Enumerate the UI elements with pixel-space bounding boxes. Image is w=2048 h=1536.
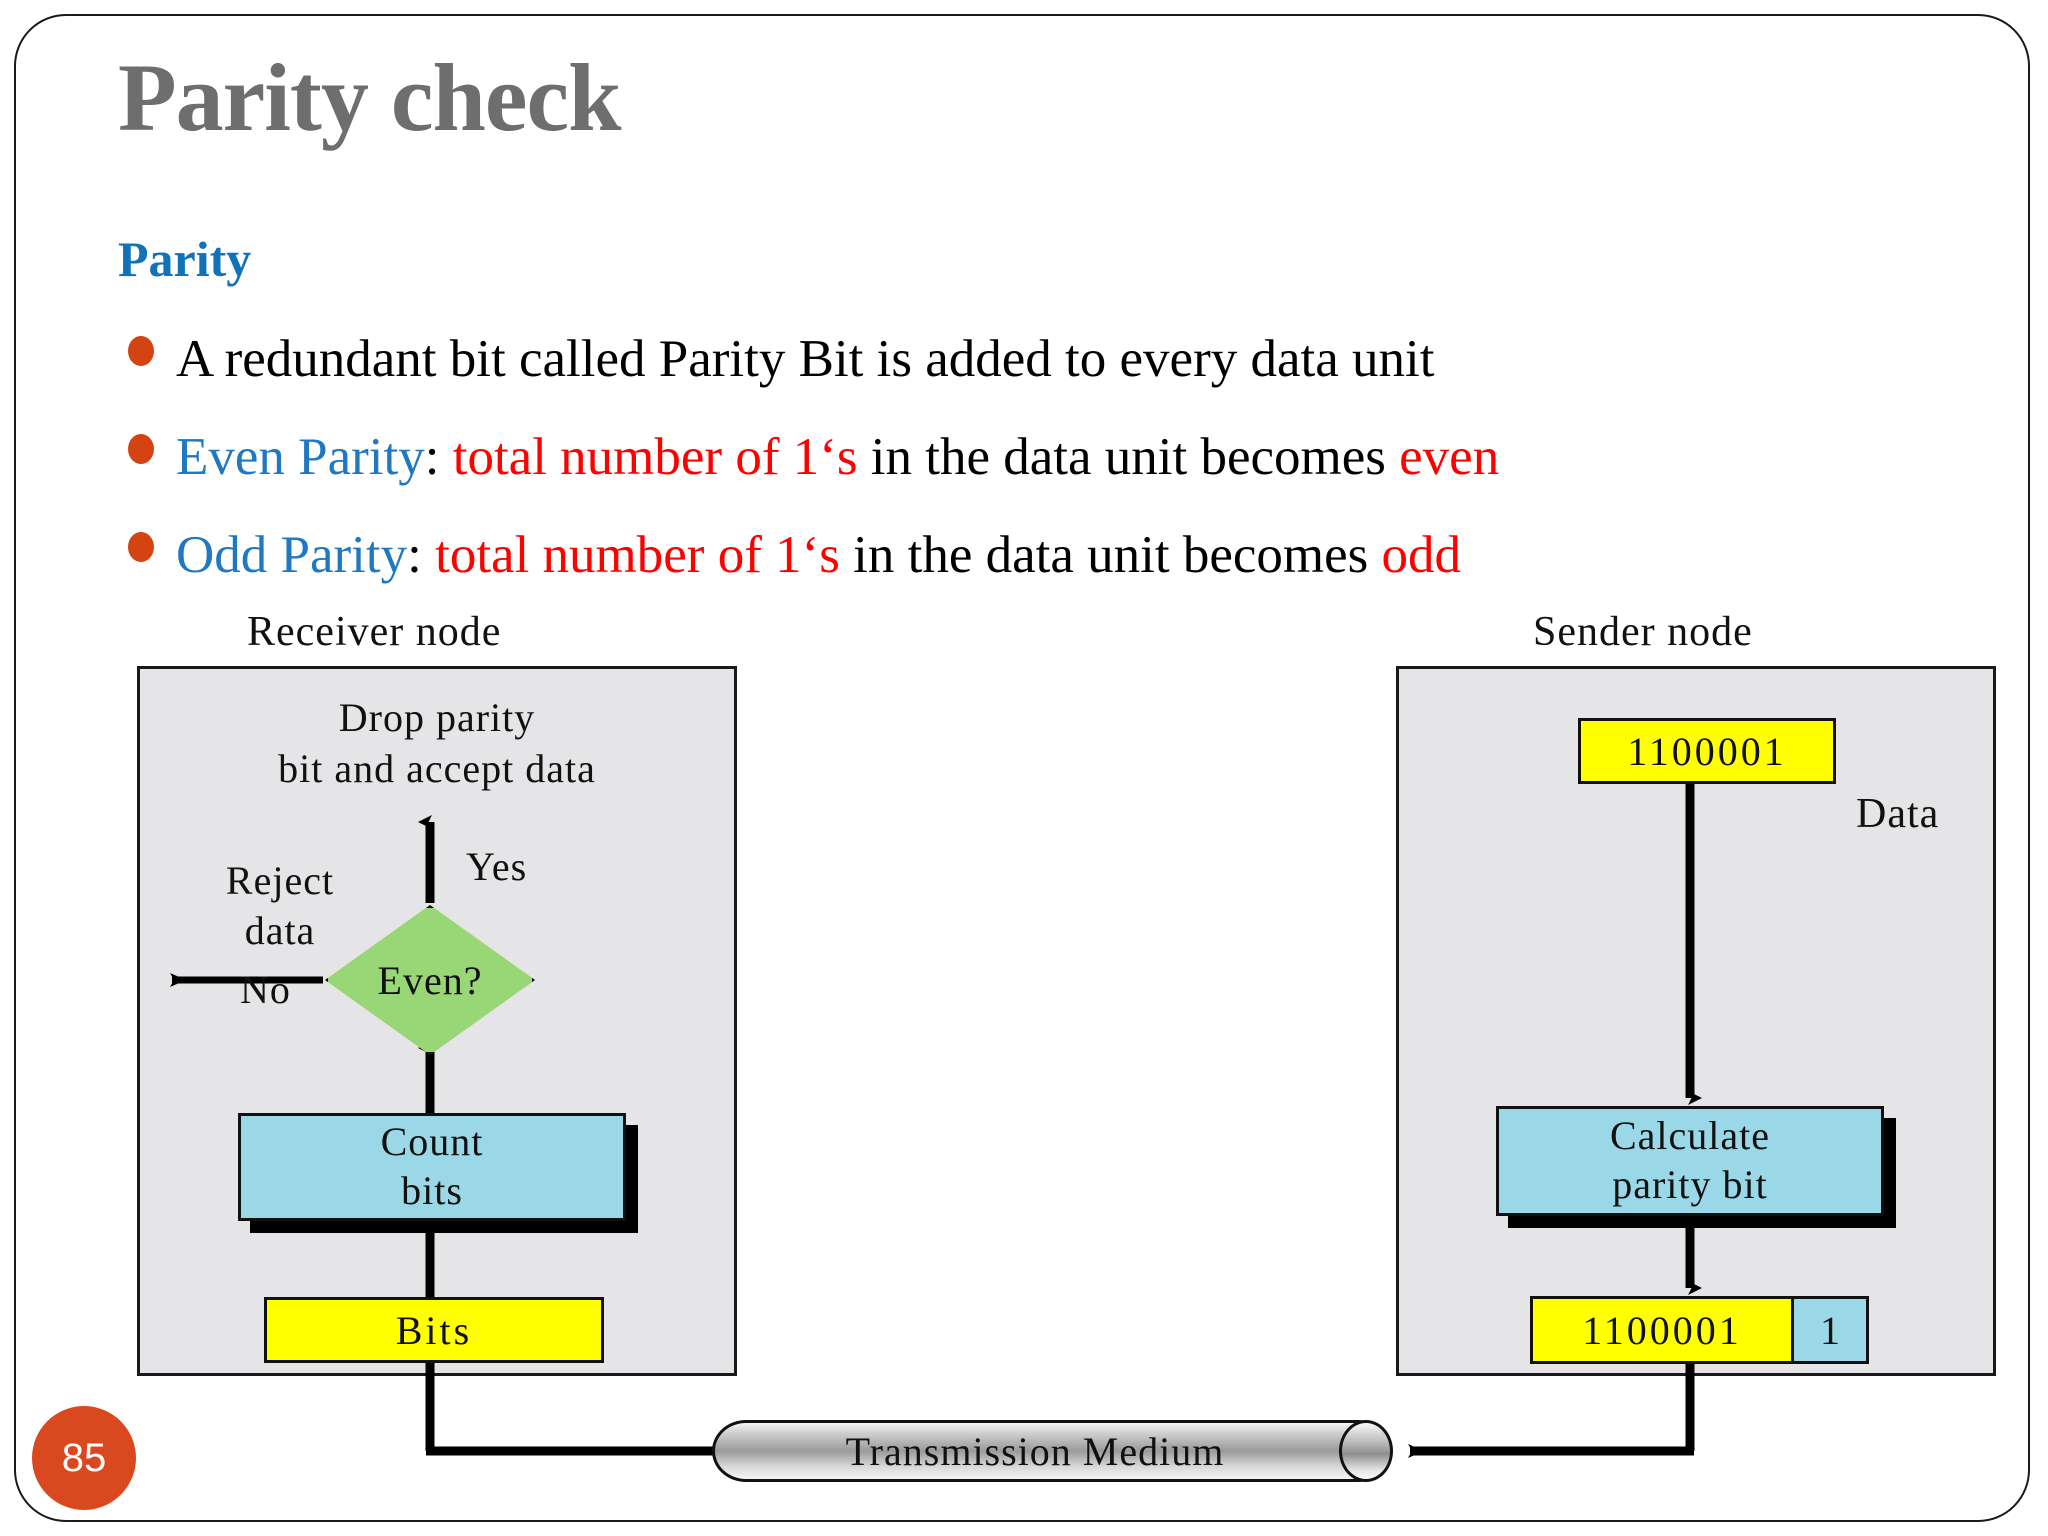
count-bits-line-1: Count (380, 1119, 484, 1165)
bullet-segment: : (407, 526, 436, 584)
bullet-segment: in the data unit becomes (857, 428, 1400, 486)
count-bits-process-box: Count bits (238, 1113, 626, 1221)
bullet-segment: Even Parity (176, 428, 425, 486)
page-title: Parity check (118, 44, 621, 151)
data-label: Data (1856, 791, 1940, 837)
reject-data-label: Reject data (160, 856, 400, 956)
count-bits-line-2: bits (401, 1168, 463, 1213)
reject-data-line-2: data (244, 908, 316, 953)
bullet-item: Even Parity: total number of 1‘s in the … (128, 428, 1500, 486)
bullet-segment: in the data unit becomes (839, 526, 1382, 584)
sender-node-caption: Sender node (1533, 609, 1753, 655)
bullet-segment: odd (1381, 526, 1462, 584)
diamond-label: Even? (377, 957, 483, 1003)
calc-parity-line-1: Calculate (1609, 1113, 1771, 1159)
bullet-dot-icon (128, 434, 154, 464)
bullet-text: Odd Parity: total number of 1‘s in the d… (176, 526, 1462, 584)
bullet-item: A redundant bit called Parity Bit is add… (128, 330, 1435, 388)
bullet-text: A redundant bit called Parity Bit is add… (176, 330, 1435, 388)
accept-data-label: Drop parity bit and accept data (137, 692, 737, 794)
outgoing-frame-parity: 1 (1791, 1299, 1866, 1361)
accept-data-line-2: bit and accept data (278, 746, 596, 792)
bullet-dot-icon (128, 532, 154, 562)
sender-node-frame (1396, 666, 1996, 1376)
outgoing-frame-box: 1100001 1 (1530, 1296, 1869, 1364)
bullet-segment: Odd Parity (176, 526, 408, 584)
bullet-item: Odd Parity: total number of 1‘s in the d… (128, 526, 1462, 584)
bits-data-box: Bits (264, 1297, 604, 1363)
bullet-text: Even Parity: total number of 1‘s in the … (176, 428, 1500, 486)
yes-branch-label: Yes (466, 844, 528, 889)
accept-data-line-1: Drop parity (338, 695, 536, 740)
transmission-medium-cylinder: Transmission Medium (712, 1420, 1393, 1482)
bullet-segment: A redundant bit called Parity Bit is add… (176, 330, 1435, 388)
calculate-parity-process-box: Calculate parity bit (1496, 1106, 1884, 1216)
even-decision-diamond: Even? (325, 905, 535, 1055)
sender-data-box: 1100001 (1578, 718, 1836, 784)
outgoing-frame-data: 1100001 (1533, 1299, 1791, 1361)
no-branch-label: No (240, 967, 291, 1012)
receiver-node-caption: Receiver node (247, 609, 502, 655)
cylinder-cap (1339, 1420, 1393, 1482)
calc-parity-line-2: parity bit (1612, 1162, 1768, 1207)
transmission-medium-label: Transmission Medium (845, 1428, 1225, 1474)
page-number-badge: 85 (32, 1406, 136, 1510)
bullet-segment: even (1399, 428, 1500, 486)
reject-data-line-1: Reject (225, 858, 335, 903)
cylinder-body (712, 1420, 1392, 1482)
bullet-segment: total number of 1‘s (452, 428, 858, 486)
bullet-dot-icon (128, 336, 154, 366)
section-subheading: Parity (118, 231, 252, 287)
bullet-segment: : (424, 428, 453, 486)
bullet-segment: total number of 1‘s (435, 526, 840, 584)
